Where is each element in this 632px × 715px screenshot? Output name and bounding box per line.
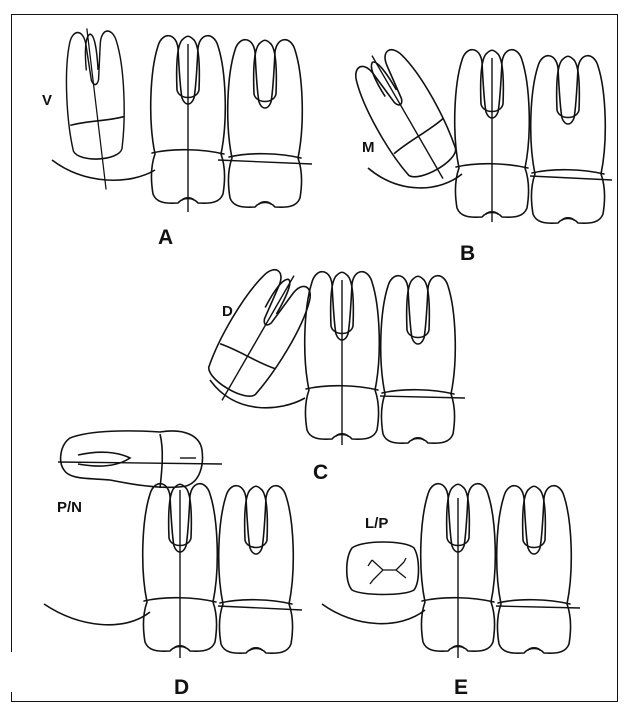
panel-label-a: A [158, 227, 173, 248]
panel-b-arch-line [368, 168, 462, 188]
panel-b-cej-extension [530, 176, 612, 180]
panel-c-arch-line [210, 380, 305, 408]
label-v: V [42, 93, 52, 108]
panel-c-rotated-tooth [194, 260, 321, 416]
label-lp: L/P [365, 516, 388, 531]
panel-d-horizontal-tooth [58, 431, 222, 488]
panel-a-rotated-tooth [63, 27, 129, 192]
panel-label-e: E [454, 677, 468, 698]
panel-b-rotated-tooth [344, 40, 470, 195]
panel-a-cej-extension [218, 160, 312, 164]
panel-label-d: D [174, 677, 189, 698]
panel-e-arch-line [322, 604, 425, 624]
panel-c-right-molar [381, 276, 456, 444]
label-pn: P/N [57, 500, 82, 515]
label-d-tooth: D [222, 304, 233, 319]
panel-a-right-molar [228, 40, 303, 208]
panel-d-arch-line [44, 604, 150, 625]
panel-e-occlusal-tooth [347, 542, 419, 595]
label-m: M [362, 140, 375, 155]
panel-d-right-molar [219, 486, 294, 654]
panel-label-b: B [460, 243, 475, 264]
panel-e-right-molar [497, 486, 572, 654]
panel-b-right-molar [531, 56, 606, 224]
panel-label-c: C [313, 462, 328, 483]
